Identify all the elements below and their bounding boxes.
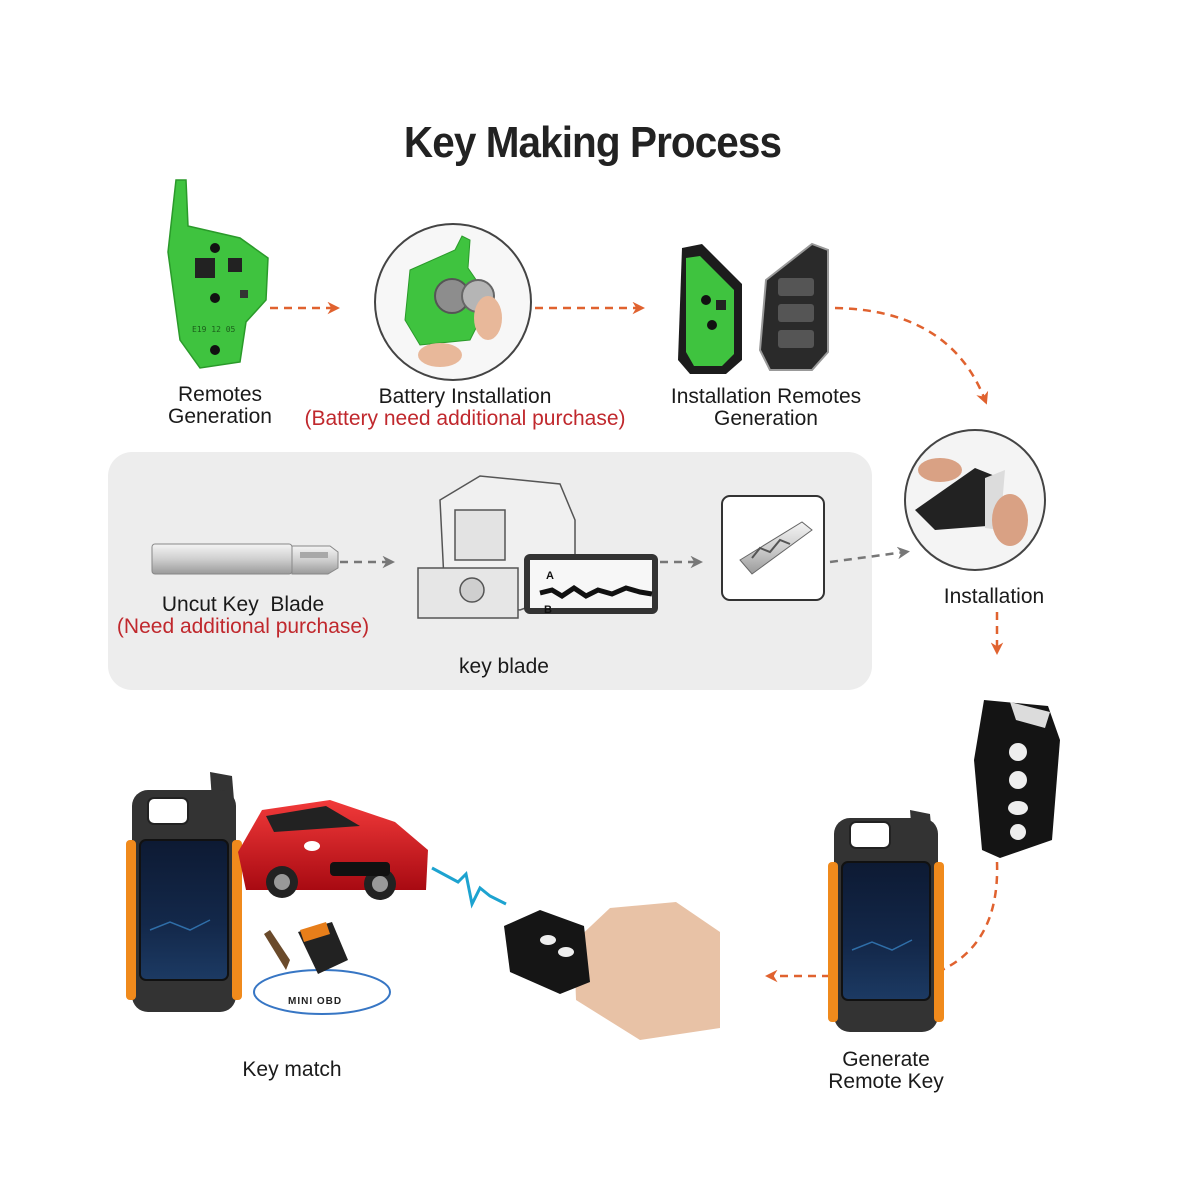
cut-key-image: [721, 495, 825, 601]
uncut-key-blade-icon: [151, 543, 339, 575]
label-key-match: Key match: [242, 1058, 342, 1081]
key-tool-device-right: [828, 810, 944, 1032]
installation-image: [904, 429, 1046, 571]
page-title: Key Making Process: [403, 118, 782, 167]
red-car-image: [238, 800, 428, 900]
label-generate-remote-key: Generate Remote Key: [828, 1048, 944, 1093]
uncut-blade-note: (Need additional purchase): [116, 615, 370, 638]
label-installation: Installation: [943, 585, 1045, 608]
screen-marker-a: A: [546, 570, 554, 582]
label-uncut-key-blade: Uncut Key Blade (Need additional purchas…: [110, 594, 376, 638]
flow-arrows: [270, 301, 1004, 983]
screen-marker-b: B: [544, 604, 552, 616]
svg-text:E19 12 05: E19 12 05: [192, 325, 236, 334]
pcb-board-icon: E19 12 05: [167, 179, 269, 369]
hand-with-remote-image: [504, 902, 720, 1040]
label-key-blade: key blade: [459, 655, 549, 678]
key-tool-device-left: [126, 772, 242, 1012]
remote-case-image: [678, 242, 829, 374]
blade-arrows: [340, 546, 910, 569]
finished-smart-remote-image: [974, 700, 1060, 858]
arrow-remote-to-generate: [925, 861, 999, 979]
arrow-to-installation-circle: [834, 306, 989, 405]
label-battery-installation: Battery Installation (Battery need addit…: [290, 386, 640, 430]
battery-installation-image: [374, 223, 532, 381]
mini-obd-image: MINI OBD: [253, 922, 391, 1015]
signal-wave: [431, 866, 507, 909]
battery-note: (Battery need additional purchase): [304, 407, 626, 430]
label-remotes-generation: Remotes Generation: [168, 383, 272, 428]
cutter-screen: A B: [524, 554, 658, 616]
label-installation-remotes-generation: Installation Remotes Generation: [670, 385, 862, 430]
mini-obd-text: MINI OBD: [288, 996, 342, 1007]
